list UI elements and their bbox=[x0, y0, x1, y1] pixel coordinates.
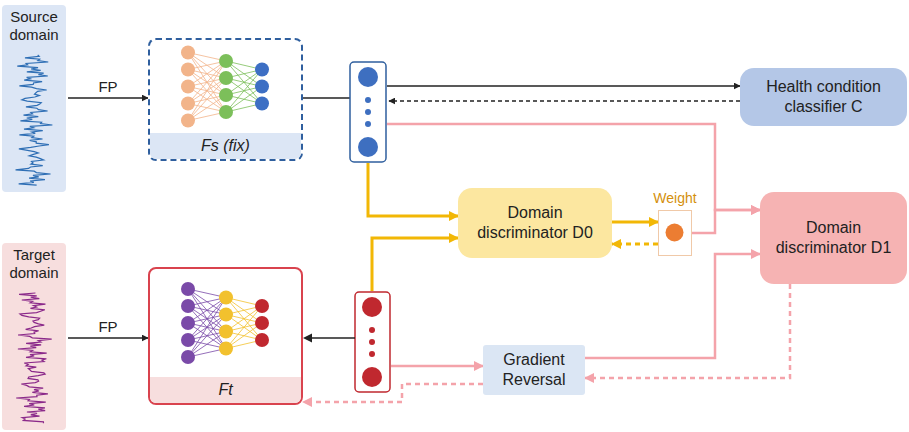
box-label: Health condition classifier C bbox=[748, 77, 899, 117]
discriminator-box: Domain discriminator D1 bbox=[760, 192, 907, 284]
network-band: Ft bbox=[150, 377, 301, 403]
network-label: Ft bbox=[218, 381, 232, 399]
edge-label: FP bbox=[98, 78, 117, 95]
network-unit bbox=[255, 63, 269, 77]
network-unit bbox=[181, 333, 195, 347]
weight-dot bbox=[666, 224, 684, 242]
network-unit bbox=[219, 88, 233, 102]
feature-unit bbox=[362, 367, 382, 387]
waveform-line bbox=[16, 55, 53, 185]
connector-arrow bbox=[612, 221, 658, 224]
network-band: Fs (fix) bbox=[150, 133, 301, 159]
network-box: Ft bbox=[148, 267, 303, 405]
weight-label: Weight bbox=[653, 190, 696, 207]
network-unit bbox=[181, 282, 195, 296]
edge-label: FP bbox=[98, 318, 117, 335]
feature-unit bbox=[362, 297, 382, 317]
network-unit bbox=[181, 299, 195, 313]
network-unit bbox=[255, 316, 269, 330]
network-unit bbox=[181, 46, 195, 60]
network-unit bbox=[255, 299, 269, 313]
connector-arrow bbox=[585, 284, 790, 378]
panel-title: Source domain bbox=[2, 5, 66, 44]
feature-dot bbox=[365, 121, 371, 127]
network-unit bbox=[255, 97, 269, 111]
connector-arrow bbox=[368, 163, 458, 216]
feature-dot bbox=[369, 351, 375, 357]
connector-arrow bbox=[612, 243, 658, 246]
network-unit bbox=[181, 63, 195, 77]
network-unit bbox=[255, 80, 269, 94]
weight-frame bbox=[658, 210, 692, 256]
connector-arrow bbox=[68, 97, 148, 99]
waveform-line bbox=[16, 293, 51, 423]
network-unit bbox=[181, 350, 195, 364]
network-unit bbox=[255, 333, 269, 347]
feature-unit bbox=[358, 137, 378, 157]
connector-arrow bbox=[692, 210, 760, 233]
network-unit bbox=[219, 342, 233, 356]
network-unit bbox=[219, 54, 233, 68]
connector-arrow bbox=[68, 337, 148, 339]
network-unit bbox=[219, 325, 233, 339]
network-icon bbox=[150, 40, 301, 133]
weight-icon bbox=[659, 211, 690, 254]
feature-dot bbox=[369, 327, 375, 333]
network-unit bbox=[219, 291, 233, 305]
connector-arrow bbox=[391, 365, 483, 368]
domain-panel: Source domain bbox=[2, 5, 66, 192]
feature-line bbox=[303, 97, 350, 99]
feature-dot bbox=[365, 97, 371, 103]
connector-arrow bbox=[387, 85, 740, 87]
feature-vector bbox=[350, 62, 386, 162]
network-unit bbox=[219, 308, 233, 322]
network-unit bbox=[219, 105, 233, 119]
network-unit bbox=[219, 71, 233, 85]
discriminator-box: Domain discriminator D0 bbox=[458, 188, 612, 258]
box-label: Gradient Reversal bbox=[491, 350, 577, 390]
box-label: Domain discriminator D1 bbox=[768, 218, 899, 258]
panel-title: Target domain bbox=[2, 243, 66, 282]
connector-arrow bbox=[372, 238, 458, 291]
connector-arrow bbox=[389, 100, 740, 102]
arrow-head bbox=[303, 334, 312, 343]
feature-dot bbox=[365, 109, 371, 115]
domain-panel: Target domain bbox=[2, 243, 66, 430]
connector-arrow bbox=[303, 384, 483, 402]
reversal-box: Gradient Reversal bbox=[483, 345, 585, 395]
feature-vector bbox=[355, 292, 390, 392]
network-unit bbox=[181, 114, 195, 128]
network-icon bbox=[150, 269, 301, 377]
feature-unit bbox=[358, 67, 378, 87]
feature-line bbox=[311, 337, 355, 339]
network-unit bbox=[181, 316, 195, 330]
feature-dot bbox=[369, 339, 375, 345]
network-label: Fs (fix) bbox=[201, 137, 250, 155]
network-unit bbox=[181, 80, 195, 94]
network-unit bbox=[181, 97, 195, 111]
connector-arrow bbox=[585, 254, 760, 358]
network-box: Fs (fix) bbox=[148, 38, 303, 161]
weight-node: Weight bbox=[650, 190, 700, 258]
classifier-box: Health condition classifier C bbox=[740, 68, 907, 126]
box-label: Domain discriminator D0 bbox=[466, 203, 604, 243]
